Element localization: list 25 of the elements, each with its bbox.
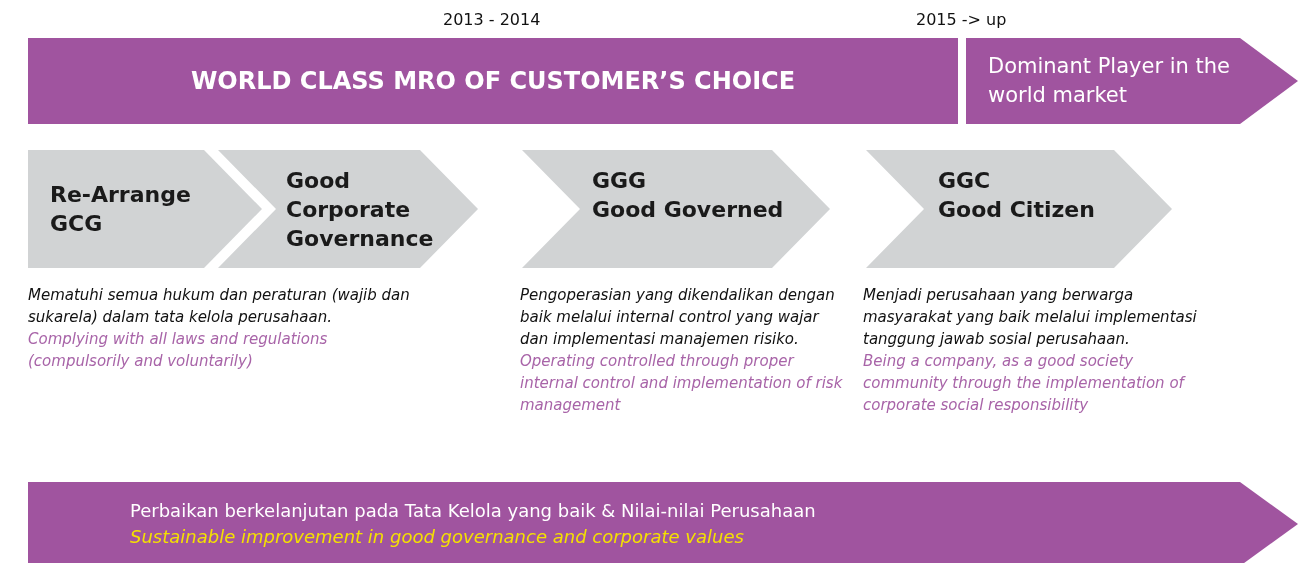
period-label: 2015 -> up [916,10,1007,29]
translation-text: Complying with all laws and regulations (compulsorily and voluntarily) [28,329,329,372]
chevron-shape [866,150,1172,268]
banner-title: Dominant Player in the world market [988,53,1231,109]
banner-title: Perbaikan berkelanjutan pada Tata Kelola yang baik & Nilai-nilai Perusahaan [130,499,816,523]
banner-title: GGG [592,167,647,195]
translation-text: Operating controlled through proper internal control and implementation of risk management [520,351,844,416]
banner-title: GGC [938,167,991,195]
period-label: 2013 - 2014 [443,10,541,29]
chevron-shape [522,150,830,268]
banner-title: WORLD CLASS MRO OF CUSTOMER’S CHOICE [190,66,796,96]
banner-subtitle: Sustainable improvement in good governance and corporate values [130,525,744,549]
banner-subtitle: Good Citizen [938,196,1095,224]
chevron-shape [28,150,262,268]
arrow-banner [28,38,958,124]
arrow-banner [966,38,1298,124]
description-text: Mematuhi semua hukum dan peraturan (wajib dan sukarela) dalam tata kelola perusahaan. [28,285,411,328]
description-text: Pengoperasian yang dikendalikan dengan baik melalui internal control yang wajar dan implementasi manajemen risiko. [520,285,836,350]
banner-subtitle: Good Governed [592,196,784,224]
description-text: Menjadi perusahaan yang berwarga masyarakat yang baik melalui implementasi tanggung jawab sosial perusahaan. [863,285,1198,350]
arrow-banner [28,482,1298,563]
banner-title: Good Corporate Governance [286,167,435,253]
translation-text: Being a company, as a good society community through the implementation of corporate social responsibility [863,351,1187,416]
chevron-shape [218,150,478,268]
banner-title: Re-Arrange GCG [50,181,192,238]
